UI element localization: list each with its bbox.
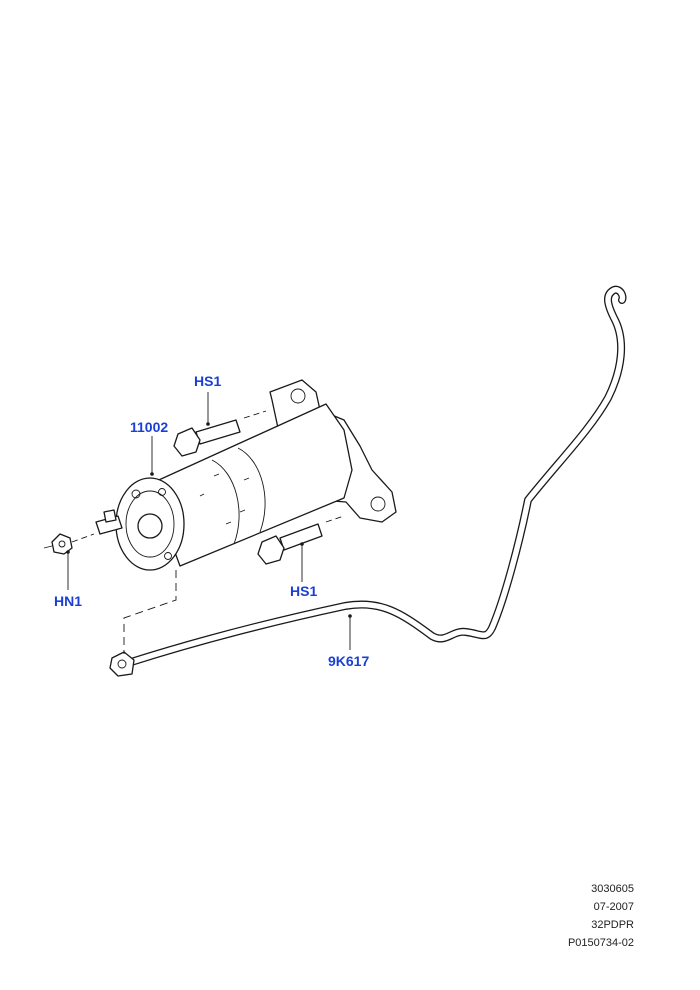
reference-illustration-id: P0150734-02 xyxy=(567,937,634,949)
starter-motor xyxy=(95,379,397,571)
callout-hs1-bottom: HS1 xyxy=(290,583,317,599)
bolt-bottom xyxy=(257,515,345,565)
callout-hs1-top: HS1 xyxy=(194,373,221,389)
bolt-top xyxy=(173,410,267,457)
callout-hn1: HN1 xyxy=(54,593,82,609)
reference-block: 3030605 07-2007 32PDPR P0150734-02 xyxy=(568,880,634,952)
nut xyxy=(43,533,95,555)
reference-model: 32PDPR xyxy=(591,919,634,931)
battery-cable xyxy=(109,285,627,677)
reference-date: 07-2007 xyxy=(593,901,634,913)
callout-11002: 11002 xyxy=(130,419,168,435)
callout-9k617: 9K617 xyxy=(328,653,369,669)
connection-dashed-line xyxy=(123,570,177,654)
reference-code: 3030605 xyxy=(591,883,634,895)
